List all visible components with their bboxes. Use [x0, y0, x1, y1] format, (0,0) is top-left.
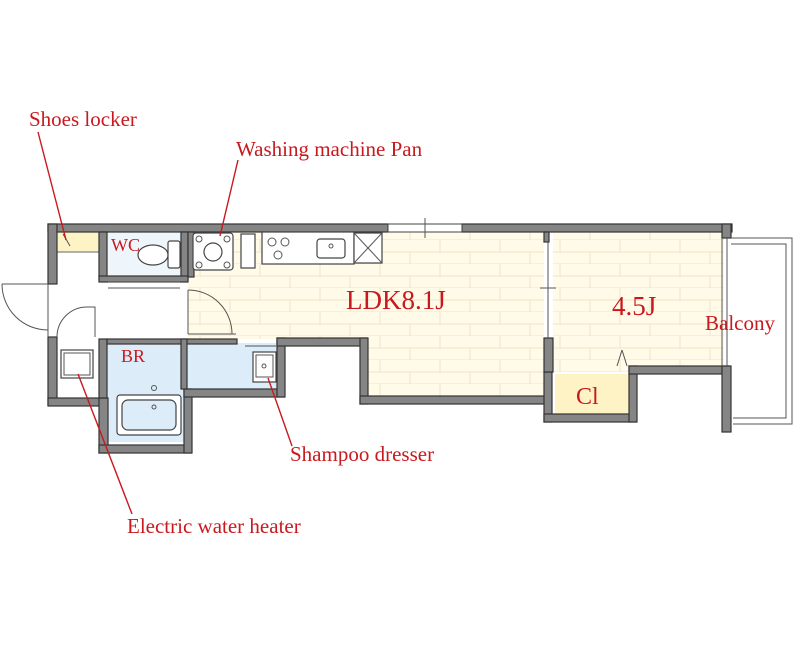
electric-water-heater-icon [60, 349, 94, 379]
label-shoes-locker: Shoes locker [29, 107, 137, 131]
annotation-leaders [37, 131, 293, 515]
room-wc-label: WC [111, 235, 140, 255]
label-washing-machine-pan: Washing machine Pan [236, 137, 423, 161]
balcony [721, 237, 793, 425]
fixtures [60, 231, 383, 436]
leader-electric-water-heater [77, 373, 133, 515]
label-shampoo-dresser: Shampoo dresser [290, 442, 434, 466]
interior-doors [108, 242, 628, 367]
label-balcony: Balcony [705, 311, 775, 335]
bathtub-icon [116, 385, 182, 436]
annotation-labels: Shoes locker Washing machine Pan Shampoo… [29, 107, 775, 538]
room-br-label: BR [121, 346, 145, 366]
room-labels: LDK8.1J 4.5J WC BR Cl [111, 235, 656, 410]
leader-shoes-locker [37, 131, 67, 241]
label-electric-water-heater: Electric water heater [127, 514, 301, 538]
leader-shampoo-dresser [267, 377, 293, 447]
toilet-icon [137, 240, 181, 269]
closet-floor [555, 374, 629, 414]
entrance-door [1, 283, 96, 338]
walls [47, 218, 733, 454]
leader-washing-machine-pan [219, 159, 239, 237]
room-western-label: 4.5J [612, 291, 656, 321]
washing-machine-pan-icon [192, 232, 234, 271]
room-closet-label: Cl [576, 384, 599, 410]
western-room-floor [553, 232, 724, 372]
entrance-floor [57, 282, 187, 339]
refrigerator-icon [240, 233, 256, 269]
room-ldk-label: LDK8.1J [346, 285, 446, 315]
ldk-floor-lower [278, 339, 544, 398]
shampoo-dresser-icon [245, 345, 277, 383]
kitchen-counter [261, 231, 383, 265]
